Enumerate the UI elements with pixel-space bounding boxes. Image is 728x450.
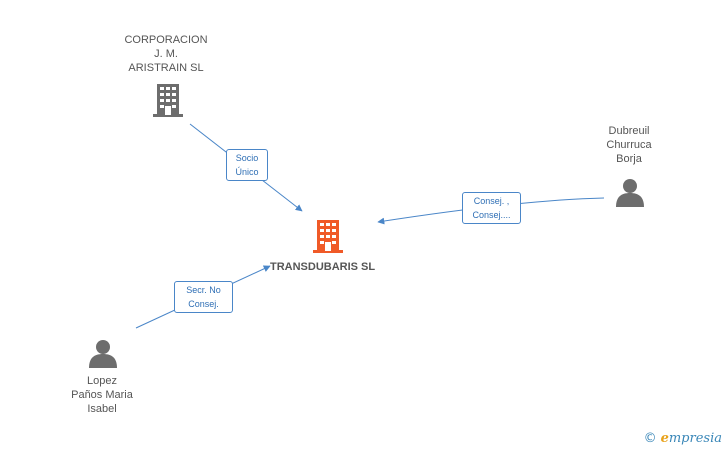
node-label-line: Borja	[616, 153, 642, 165]
edge-label-line: Consej....	[472, 210, 511, 220]
building-icon	[153, 84, 183, 117]
edge-label-consej[interactable]: Consej. , Consej....	[462, 192, 521, 224]
edge-label-line: Único	[235, 167, 259, 177]
node-label-line: Isabel	[87, 403, 117, 415]
brand-name: mpresia	[668, 431, 722, 446]
brand-initial: e	[660, 431, 669, 446]
person-icon	[616, 179, 644, 207]
edge-label-line: Secr. No	[186, 285, 221, 295]
edge-label-line: Socio	[235, 153, 259, 163]
node-label-line: Paños Maria	[71, 389, 133, 401]
edge-label-line: Consej.	[188, 299, 219, 309]
copyright-icon: ©	[643, 431, 657, 446]
node-corporacion[interactable]: CORPORACION J. M. ARISTRAIN SL	[110, 33, 222, 75]
person-icon	[89, 340, 117, 368]
node-label-line: CORPORACION	[124, 34, 208, 46]
node-label-line: ARISTRAIN SL	[128, 62, 204, 74]
node-lopez[interactable]: Lopez Paños Maria Isabel	[56, 374, 148, 416]
building-main-icon	[313, 220, 343, 253]
node-label-line: J. M.	[154, 48, 178, 60]
edge-label-line: Consej. ,	[473, 196, 510, 206]
node-label-line: Churruca	[606, 139, 652, 151]
node-main-label: TRANSDUBARIS SL	[270, 261, 376, 273]
node-label-line: Lopez	[87, 375, 117, 387]
edge-label-socio[interactable]: Socio Único	[226, 149, 268, 181]
node-label-line: Dubreuil	[608, 125, 650, 137]
edge-label-secr[interactable]: Secr. No Consej.	[174, 281, 233, 313]
node-main-company[interactable]: TRANSDUBARIS SL	[270, 260, 375, 274]
node-dubreuil[interactable]: Dubreuil Churruca Borja	[584, 124, 674, 166]
empresia-watermark: ©empresia	[644, 431, 722, 446]
